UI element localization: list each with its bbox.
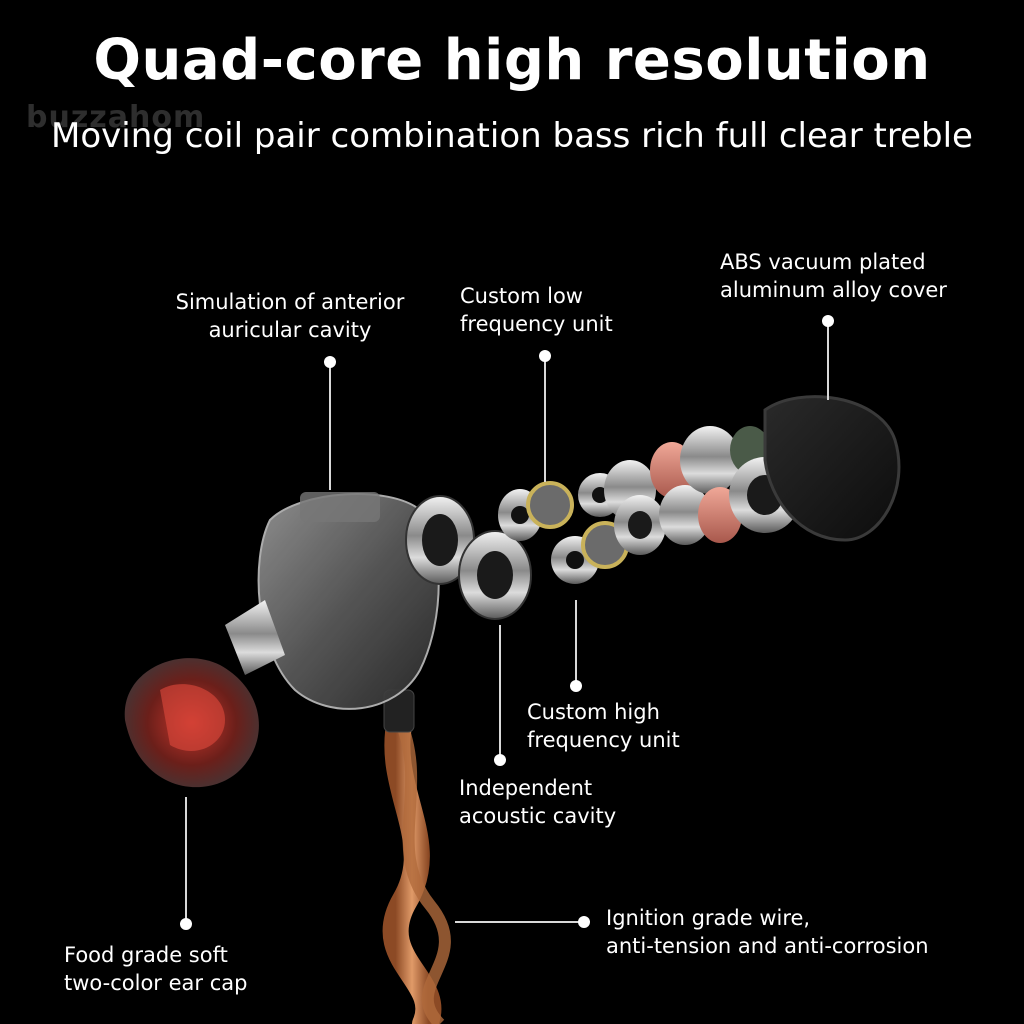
callout-line: ABS vacuum plated bbox=[720, 250, 926, 274]
callout-line: Food grade soft bbox=[64, 943, 228, 967]
page-title: Quad-core high resolution bbox=[93, 28, 931, 93]
callout-acoustic-cavity: Independent acoustic cavity bbox=[459, 774, 616, 830]
callout-line: two-color ear cap bbox=[64, 971, 248, 995]
leader-lines bbox=[180, 315, 834, 930]
callout-line: frequency unit bbox=[460, 312, 613, 336]
callout-line: Custom low bbox=[460, 284, 583, 308]
callout-line: frequency unit bbox=[527, 728, 680, 752]
callout-high-frequency-unit: Custom high frequency unit bbox=[527, 698, 680, 754]
callout-line: Ignition grade wire, bbox=[606, 906, 811, 930]
callout-ear-cap: Food grade soft two-color ear cap bbox=[64, 941, 247, 997]
callout-line: aluminum alloy cover bbox=[720, 278, 947, 302]
callout-line: Simulation of anterior bbox=[175, 290, 405, 314]
callout-abs-cover: ABS vacuum plated aluminum alloy cover bbox=[720, 248, 947, 304]
earphone-shell bbox=[225, 492, 440, 710]
callout-line: Custom high bbox=[527, 700, 660, 724]
watermark: buzzahom bbox=[26, 100, 206, 135]
callout-anterior-cavity: Simulation of anterior auricular cavity bbox=[170, 288, 410, 344]
copper-wire bbox=[382, 689, 451, 1024]
abs-cover bbox=[763, 395, 901, 542]
callout-line: acoustic cavity bbox=[459, 804, 617, 828]
callout-line: auricular cavity bbox=[208, 318, 372, 342]
ear-cap bbox=[124, 658, 259, 788]
callout-line: Independent bbox=[459, 776, 593, 800]
driver-units bbox=[405, 426, 830, 620]
page-subtitle: Moving coil pair combination bass rich f… bbox=[51, 116, 973, 156]
callout-low-frequency-unit: Custom low frequency unit bbox=[460, 282, 613, 338]
callout-line: anti-tension and anti-corrosion bbox=[606, 934, 929, 958]
callout-wire: Ignition grade wire, anti-tension and an… bbox=[606, 904, 929, 960]
